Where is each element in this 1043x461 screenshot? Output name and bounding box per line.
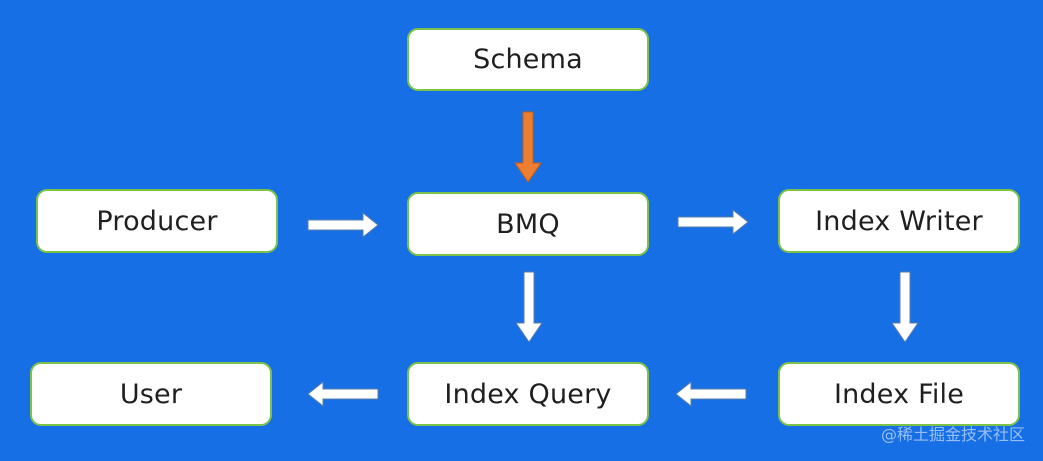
index-file-label: Index File [833, 378, 965, 410]
bmq-to-index-query-arrow [515, 271, 543, 343]
bmq-node: BMQ [407, 192, 649, 256]
index-file-to-index-query-arrow [675, 380, 747, 408]
schema-node: Schema [407, 28, 649, 91]
index-query-node: Index Query [407, 362, 649, 426]
producer-node: Producer [36, 189, 278, 253]
schema-to-bmq-arrow [514, 111, 542, 183]
arrow-shape [675, 380, 747, 408]
watermark: @稀土掘金技术社区 [880, 425, 1025, 444]
arrow-shape [891, 271, 919, 343]
arrow-shape [515, 271, 543, 343]
index-writer-to-index-file-arrow [891, 271, 919, 343]
producer-label: Producer [96, 205, 218, 237]
index-writer-label: Index Writer [815, 205, 983, 237]
arrow-shape [677, 208, 749, 236]
index-writer-node: Index Writer [778, 189, 1020, 253]
bmq-label: BMQ [496, 208, 560, 240]
arrow-shape [307, 211, 379, 239]
user-label: User [119, 378, 183, 410]
index-file-node: Index File [778, 362, 1020, 426]
bmq-to-index-writer-arrow [677, 208, 749, 236]
user-node: User [30, 362, 272, 426]
schema-label: Schema [473, 44, 583, 75]
index-query-label: Index Query [444, 378, 612, 410]
arrow-shape [307, 380, 379, 408]
arrow-shape [514, 111, 542, 183]
index-query-to-user-arrow [307, 380, 379, 408]
producer-to-bmq-arrow [307, 211, 379, 239]
